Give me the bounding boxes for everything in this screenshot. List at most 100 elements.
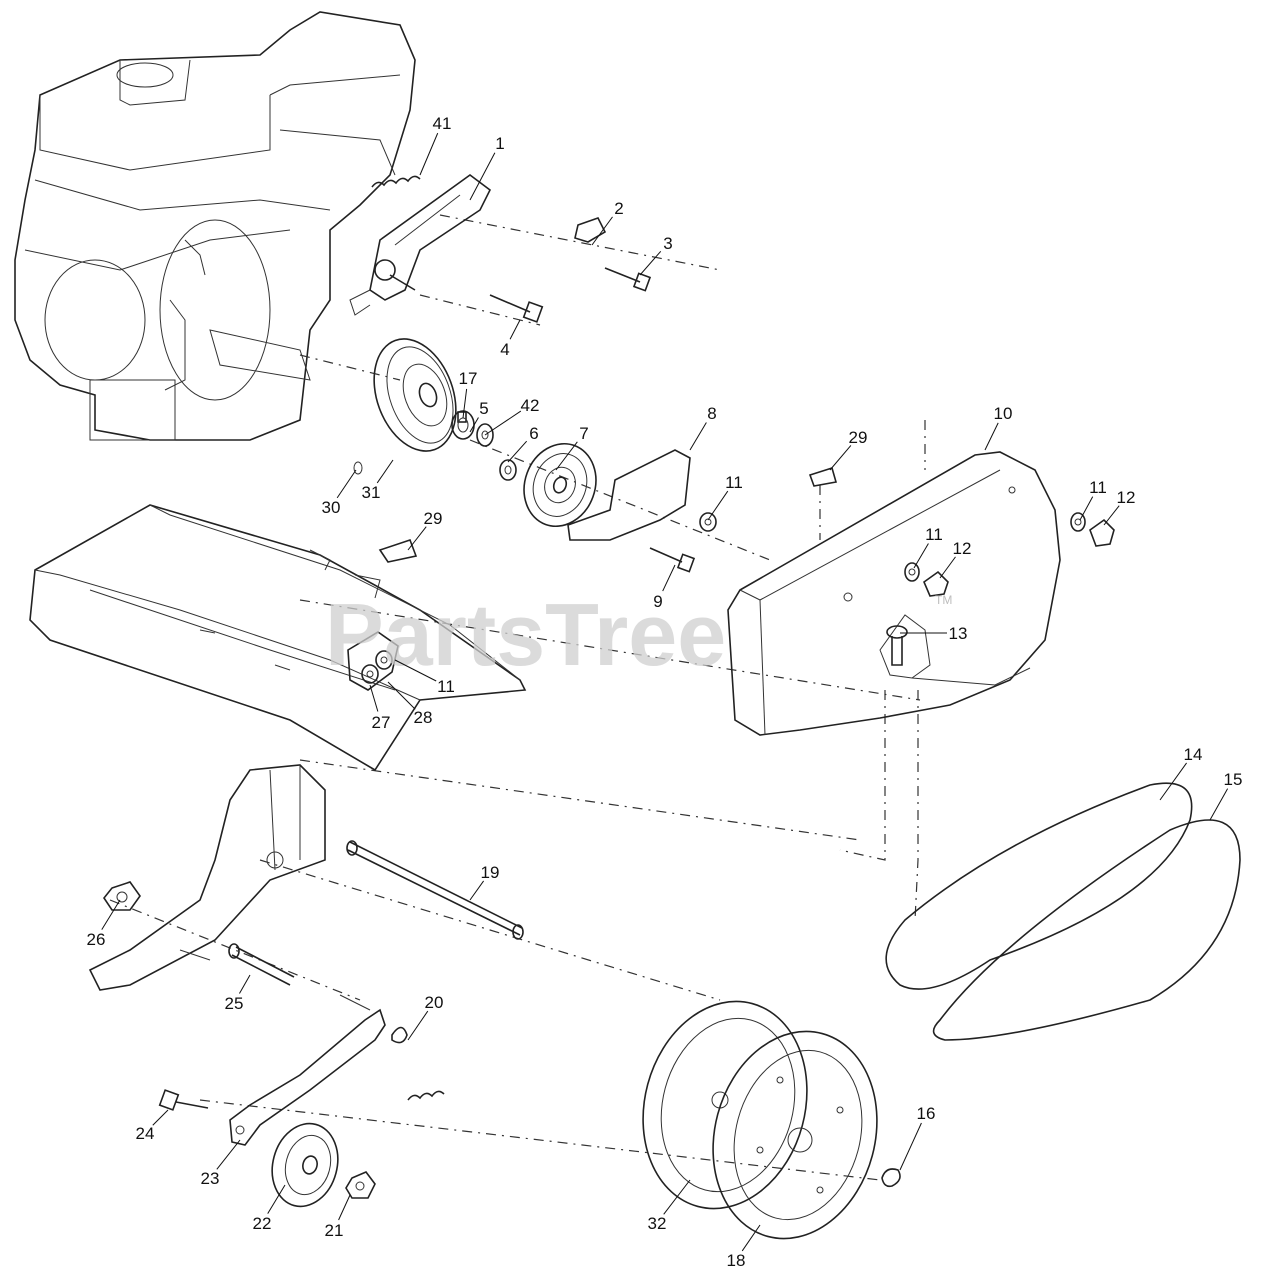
assembly-lines (109, 214, 926, 1181)
callout-leader-32 (663, 1179, 691, 1215)
callout-20: 20 (425, 993, 444, 1012)
callout-29: 29 (849, 428, 868, 447)
part-26-nut (103, 881, 141, 911)
callout-23: 23 (201, 1169, 220, 1188)
part-42-washer (476, 423, 494, 447)
part-7-pulley (523, 442, 597, 528)
frame-bracket (88, 764, 326, 991)
callout-leader-11 (913, 543, 929, 569)
part-8-bracket (567, 449, 691, 541)
callout-leader-12 (939, 556, 956, 579)
callout-leader-27 (369, 684, 379, 712)
part-22-pulley (271, 1122, 339, 1208)
part-18-pulley (712, 1030, 878, 1240)
callout-25: 25 (225, 994, 244, 1013)
part-19-shaft (346, 840, 524, 940)
part-21-nut (345, 1171, 376, 1199)
callout-10: 10 (994, 404, 1013, 423)
part-4-bolt (489, 294, 544, 323)
callout-19: 19 (481, 863, 500, 882)
callout-leader-10 (984, 422, 999, 451)
callout-leader-18 (741, 1224, 761, 1252)
callout-leader-6 (507, 440, 528, 463)
callout-11: 11 (1089, 478, 1107, 497)
callout-42: 42 (521, 396, 540, 415)
watermark: PartsTree TM (325, 585, 952, 684)
part-32-pulley (642, 1000, 808, 1210)
callout-11: 11 (925, 525, 943, 544)
part-10-belt-guard (727, 451, 1061, 736)
part-12-nut (923, 570, 949, 597)
callout-leader-4 (509, 319, 521, 340)
callout-leader-2 (591, 216, 613, 246)
part-24-bolt (158, 1089, 209, 1111)
callout-leader-28 (387, 681, 416, 710)
part-12-nut (1089, 518, 1115, 547)
part-29-clip (808, 466, 838, 487)
callout-6: 6 (529, 424, 538, 443)
callout-9: 9 (653, 592, 662, 611)
part-17-key (457, 411, 467, 423)
callout-21: 21 (325, 1221, 344, 1240)
callout-18: 18 (727, 1251, 746, 1270)
callout-leader-21 (338, 1194, 351, 1221)
engine-drawing (14, 11, 416, 441)
callout-leader-20 (407, 1010, 429, 1041)
callout-leader-11 (707, 490, 729, 521)
callout-leader-8 (689, 422, 707, 451)
callout-leader-41 (419, 132, 439, 176)
callout-1: 1 (495, 134, 504, 153)
callout-4: 4 (500, 340, 509, 359)
part-3-bolt (604, 267, 652, 292)
part-30-key (353, 461, 363, 475)
tine-shield (29, 504, 527, 772)
part-11-washer (904, 562, 920, 582)
part-6-washer (499, 459, 517, 481)
callout-leader-9 (662, 564, 676, 592)
callout-2: 2 (614, 199, 623, 218)
callout-leader-7 (555, 441, 578, 471)
callout-26: 26 (87, 930, 106, 949)
part-13-bolt (886, 625, 908, 666)
watermark-text: PartsTree (325, 585, 726, 684)
callout-leader-29 (407, 526, 427, 551)
callout-leader-25 (239, 974, 251, 994)
part-2-clip (574, 217, 607, 243)
callout-29: 29 (424, 509, 443, 528)
callout-8: 8 (707, 404, 716, 423)
callout-15: 15 (1224, 770, 1243, 789)
part-11-washer (699, 512, 717, 532)
callout-leader-17 (462, 388, 468, 419)
part-14-belt (885, 782, 1193, 990)
callout-leader-3 (639, 250, 662, 276)
callout-leader-24 (152, 1109, 169, 1126)
callout-30: 30 (322, 498, 341, 517)
part-11-washer (1070, 512, 1086, 532)
callout-leader-26 (101, 899, 121, 930)
callout-41: 41 (433, 114, 452, 133)
callout-22: 22 (253, 1214, 272, 1233)
part-16-clip (881, 1168, 901, 1188)
part-23-idler-arm (229, 994, 386, 1146)
callout-leader-23 (216, 1139, 241, 1170)
part-11-washer (375, 650, 393, 670)
part-25-pin (228, 943, 295, 986)
callout-leader-29 (829, 445, 852, 471)
callout-11: 11 (437, 677, 455, 696)
watermark-tm: TM (935, 593, 952, 607)
callout-13: 13 (949, 624, 968, 643)
callout-leader-11 (1079, 496, 1094, 521)
callout-17: 17 (459, 369, 478, 388)
callout-leader-16 (899, 1122, 922, 1171)
callout-28: 28 (414, 708, 433, 727)
callout-27: 27 (372, 713, 391, 732)
callout-11: 11 (725, 473, 743, 492)
part-1-bracket (349, 174, 492, 316)
callout-leader-42 (484, 410, 522, 436)
part-15-belt (932, 819, 1241, 1041)
idler-spring (407, 1090, 445, 1101)
part-29-clip (378, 538, 418, 563)
callout-leader-1 (469, 152, 496, 201)
callout-24: 24 (136, 1124, 155, 1143)
callout-3: 3 (663, 234, 672, 253)
